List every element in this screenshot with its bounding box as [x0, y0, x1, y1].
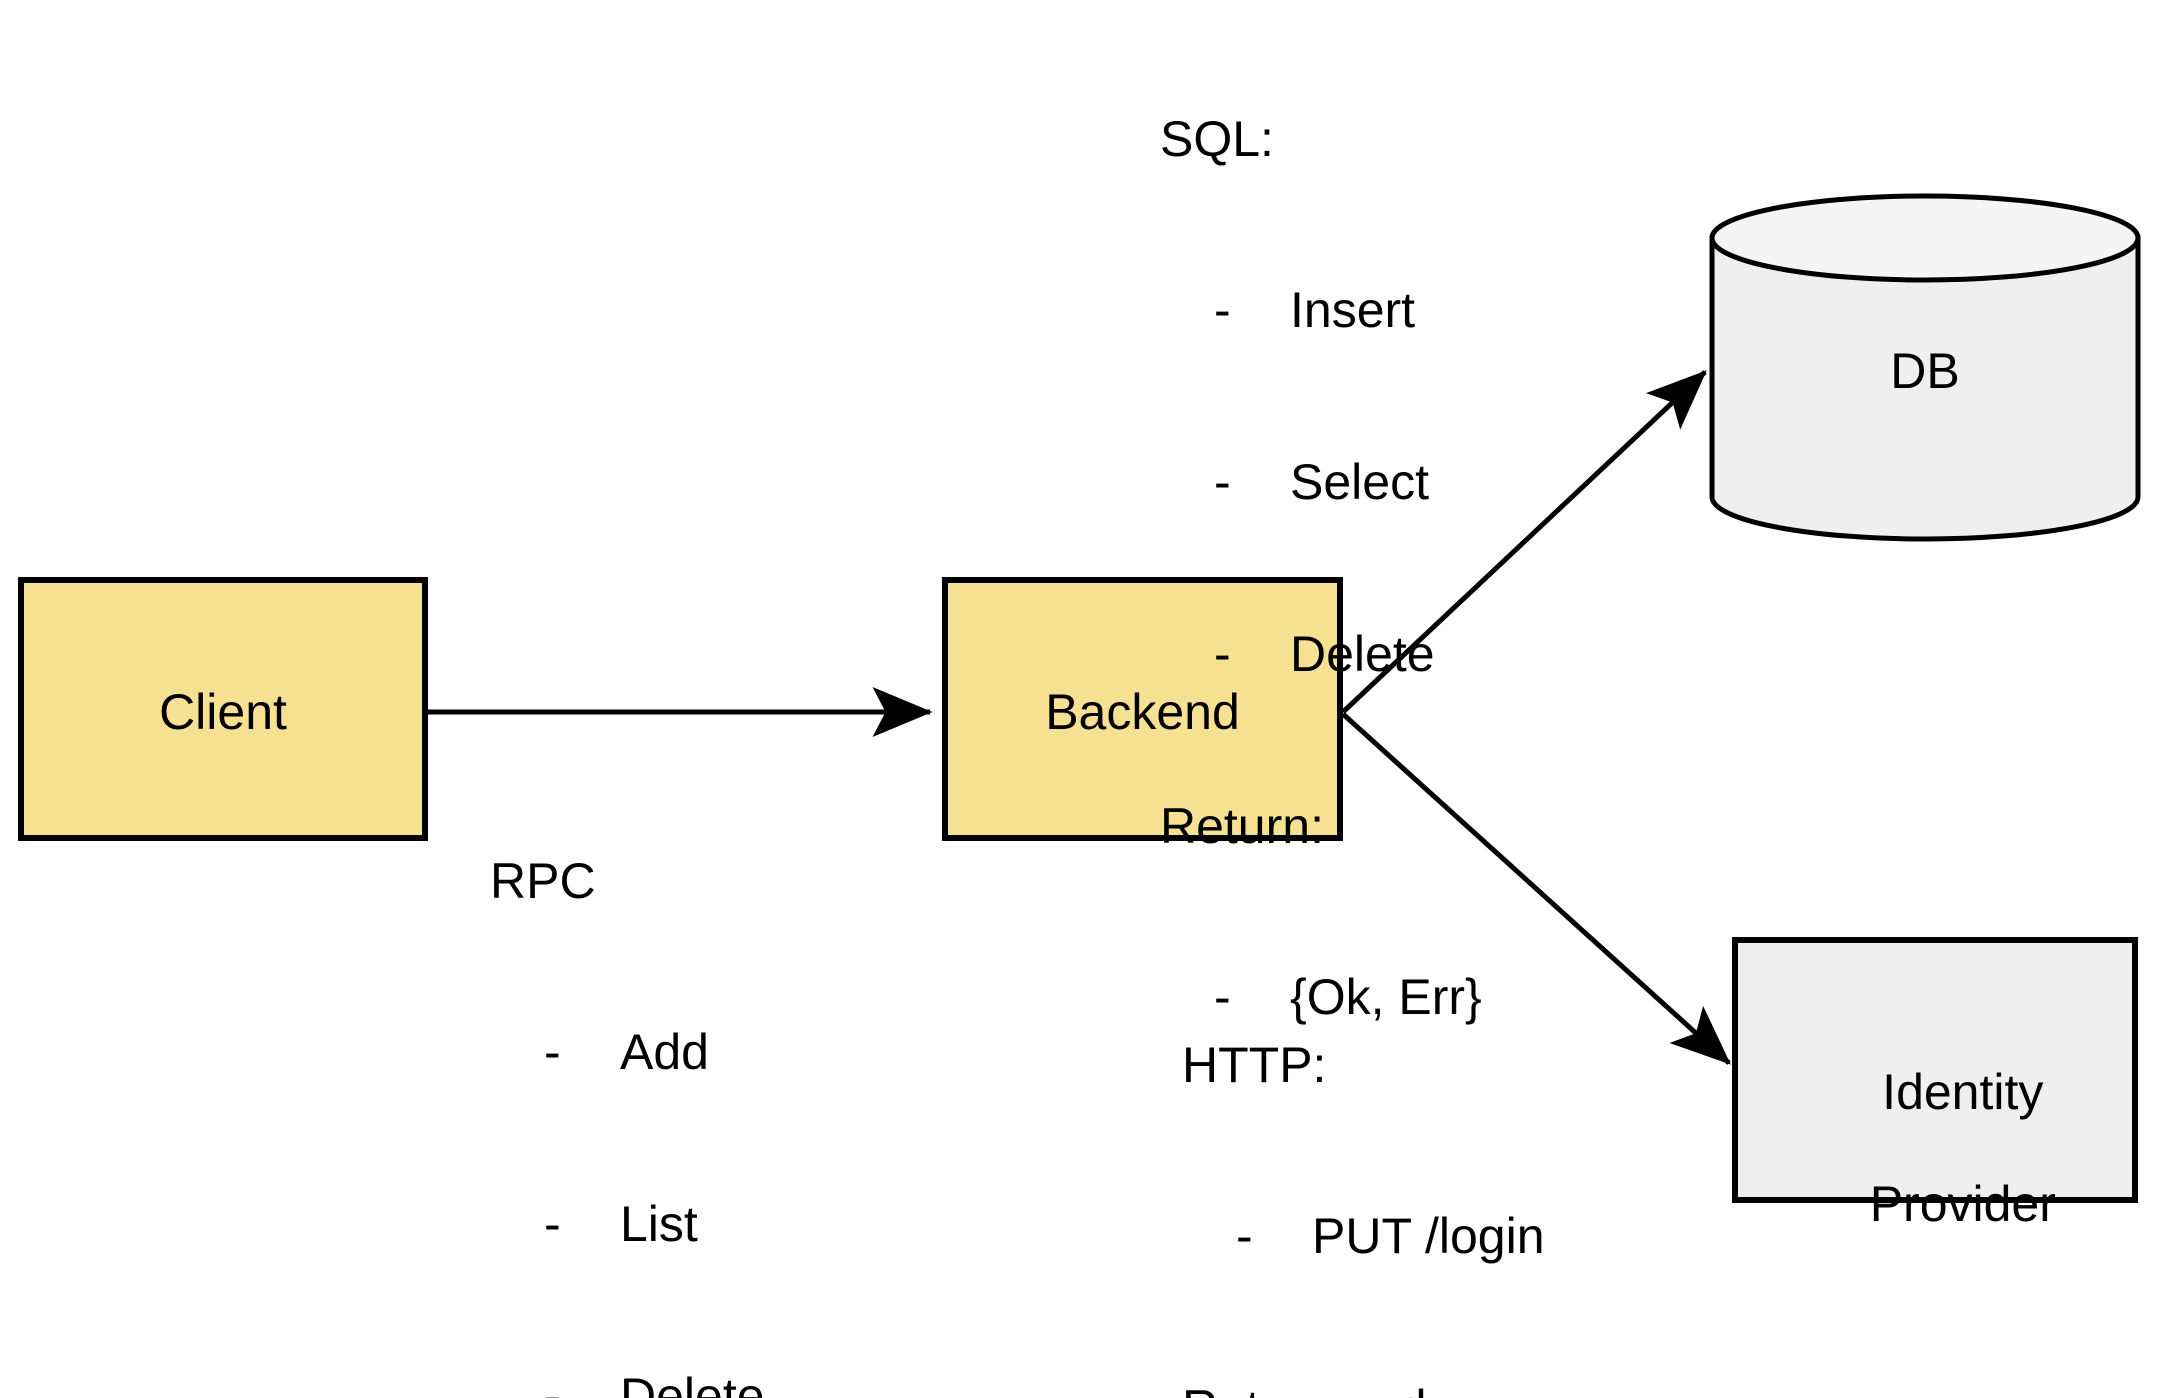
- annotation-sql-item: - Delete: [1160, 626, 1482, 683]
- bullet-dash: -: [1214, 969, 1231, 1026]
- annotation-sql-item: - Select: [1160, 454, 1482, 511]
- node-identity-provider-shape[interactable]: [1732, 937, 2138, 1203]
- bullet-dash: -: [1214, 454, 1231, 510]
- annotation-http-item: - PUT /login: [1182, 1208, 1707, 1265]
- annotation-sql-item-text: Delete: [1290, 625, 1435, 682]
- annotation-sql-item-text: Select: [1290, 454, 1429, 510]
- annotation-sql: SQL: - Insert - Select - Delete Return: - {O…: [1160, 0, 1482, 1141]
- annotation-http-return-heading: Return codes:: [1182, 1380, 1707, 1398]
- annotation-rpc-item: - Delete: [490, 1368, 801, 1398]
- annotation-sql-heading: SQL:: [1160, 110, 1274, 167]
- annotation-rpc-item-text: Add: [620, 1024, 709, 1081]
- annotation-http-heading: HTTP:: [1182, 1036, 1327, 1093]
- annotation-sql-return-heading: Return:: [1160, 797, 1324, 854]
- annotation-sql-return-item-text: {Ok, Err}: [1290, 969, 1482, 1026]
- annotation-http: HTTP: -PUT /login Return codes: -200 Ok …: [1182, 922, 1707, 1398]
- bullet-dash: -: [544, 1367, 561, 1398]
- annotation-rpc-item-text: Delete: [620, 1367, 765, 1398]
- annotation-rpc-item: - Add: [490, 1024, 801, 1081]
- node-db-shape[interactable]: [1709, 193, 2141, 542]
- annotation-http-item-text: PUT /login: [1312, 1208, 1545, 1265]
- bullet-dash: -: [544, 1196, 561, 1252]
- node-backend-shape[interactable]: [942, 577, 1343, 841]
- edge-backend-to-identity-provider: [1341, 712, 1731, 1065]
- bullet-dash: -: [1214, 625, 1231, 682]
- annotation-sql-item-text: Insert: [1290, 282, 1416, 339]
- annotation-rpc-item: - List: [490, 1196, 801, 1253]
- bullet-dash: -: [1236, 1208, 1253, 1265]
- bullet-dash: -: [544, 1024, 561, 1081]
- node-client-shape[interactable]: [18, 577, 428, 841]
- annotation-rpc-heading: RPC: [490, 852, 596, 909]
- annotation-sql-return-item: - {Ok, Err}: [1160, 969, 1482, 1026]
- edge-backend-to-db: [1341, 370, 1707, 714]
- bullet-dash: -: [1214, 282, 1231, 339]
- annotation-rpc-item-text: List: [620, 1196, 698, 1252]
- annotation-rpc: RPC -Add -List -Delete Return codes: -0:…: [490, 738, 801, 1398]
- annotation-sql-item: - Insert: [1160, 282, 1482, 339]
